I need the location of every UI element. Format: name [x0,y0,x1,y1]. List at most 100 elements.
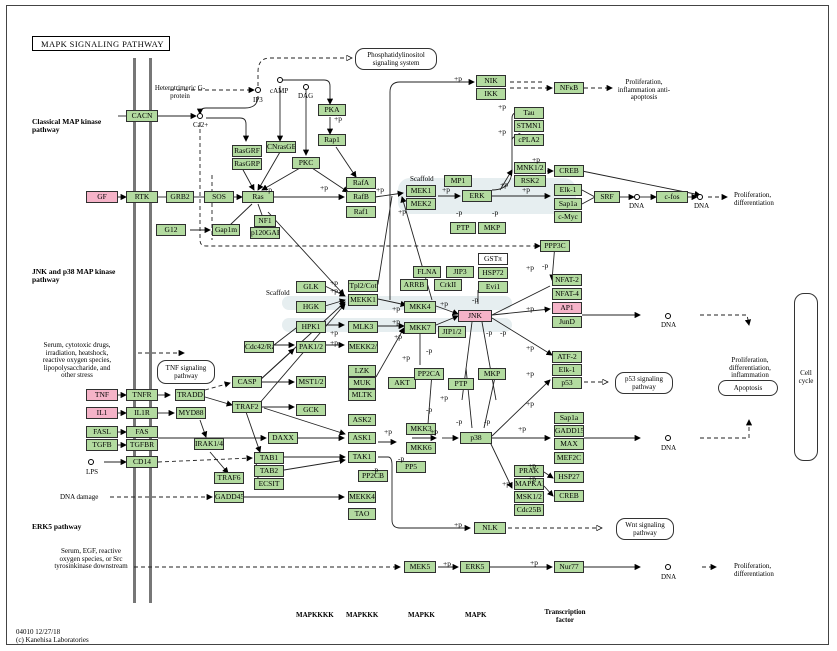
pathway-link-tnf[interactable]: TNF signaling pathway [157,360,215,384]
gene-node-rasgrp[interactable]: RasGRP [232,158,262,170]
gene-node-mapkapk[interactable]: MAPKAPK [514,478,544,490]
gene-node-traf2[interactable]: TRAF2 [232,401,262,413]
gene-node-rafb[interactable]: RafB [346,191,376,203]
pathway-link-apoptosis[interactable]: Apoptosis [718,380,778,396]
compound-camp[interactable] [277,77,283,83]
gene-node-nfkb[interactable]: NFκB [554,82,584,94]
gene-node-nf1[interactable]: NF1 [254,215,276,227]
gene-node-elk1b[interactable]: Elk-1 [552,364,582,376]
gene-node-casp[interactable]: CASP [232,376,262,388]
gene-node-mekk23[interactable]: MEKK2/3 [348,341,378,353]
gene-node-prak[interactable]: PRAK [514,465,544,477]
gene-node-tnfr[interactable]: TNFR [126,389,158,401]
compound-dna[interactable] [665,564,671,570]
gene-node-rasgrf[interactable]: RasGRF [232,145,262,157]
gene-node-rtk[interactable]: RTK [126,191,158,203]
gene-node-gap1m[interactable]: Gap1m [212,224,240,236]
gene-node-msk12[interactable]: MSK1/2 [514,491,544,503]
gene-node-mek5[interactable]: MEK5 [404,561,436,573]
gene-node-pka[interactable]: PKA [318,104,346,116]
gene-node-gadd153[interactable]: GADD153 [554,425,584,437]
gene-node-hgk[interactable]: HGK [296,301,326,313]
gene-node-tau[interactable]: Tau [514,107,544,119]
compound-dna[interactable] [665,313,671,319]
gene-node-mp1[interactable]: MP1 [444,175,472,187]
gene-node-cacn[interactable]: CACN [126,110,158,122]
gene-node-glk[interactable]: GLK [296,281,326,293]
gene-node-mkk3[interactable]: MKK3 [406,423,436,435]
gene-node-rap1[interactable]: Rap1 [318,134,346,146]
gene-node-tab2[interactable]: TAB2 [254,465,284,477]
gene-node-fas[interactable]: FAS [126,426,158,438]
gene-node-akt[interactable]: AKT [388,377,416,389]
gene-node-tgfbr[interactable]: TGFBR [126,439,158,451]
gene-node-nlk[interactable]: NLK [474,522,506,534]
gene-node-rsk2[interactable]: RSK2 [514,175,546,187]
compound-ca2[interactable] [197,113,203,119]
gene-node-mst12[interactable]: MST1/2 [296,376,326,388]
gene-node-atf2[interactable]: ATF-2 [552,351,582,363]
gene-node-mlk3[interactable]: MLK3 [348,321,378,333]
gene-node-nik[interactable]: NIK [476,75,506,87]
gene-node-sap1a1[interactable]: Sap1a [554,198,582,210]
gene-node-cpla2[interactable]: cPLA2 [514,134,544,146]
gene-node-tradd[interactable]: TRADD [175,389,205,401]
gene-node-jnk[interactable]: JNK [458,310,492,322]
gene-node-tpl2cot[interactable]: Tpl2/Cot [348,280,378,292]
pathway-link-phosphatidylinositol[interactable]: Phosphatidylinositol signaling system [355,48,437,70]
gene-node-srf[interactable]: SRF [594,191,620,203]
gene-node-nfat2[interactable]: NFAT-2 [552,274,582,286]
gene-node-mltk[interactable]: MLTK [348,389,376,401]
gene-node-hpk1[interactable]: HPK1 [296,321,326,333]
gene-node-muk[interactable]: MUK [348,377,376,389]
gene-node-mekk1[interactable]: MEKK1 [348,294,378,306]
gene-node-ppp3c[interactable]: PPP3C [540,240,570,252]
gene-node-nur77[interactable]: Nur77 [554,561,584,573]
gene-node-mekk4[interactable]: MEKK4 [348,491,376,503]
gene-node-tnf[interactable]: TNF [86,389,118,401]
gene-node-pp2ca[interactable]: PP2CA [414,368,444,380]
gene-node-tgfb[interactable]: TGFB [86,439,118,451]
gene-node-arrb[interactable]: ARRB [400,279,428,291]
gene-node-g12[interactable]: G12 [156,224,186,236]
gene-node-jip12[interactable]: JIP1/2 [438,326,466,338]
gene-node-cdc42rac[interactable]: Cdc42/Rac [244,341,274,353]
gene-node-sap1a2[interactable]: Sap1a [554,412,584,424]
gene-node-rafa[interactable]: RafA [346,177,376,189]
gene-node-p53[interactable]: p53 [552,377,582,389]
gene-node-p38[interactable]: p38 [460,432,492,444]
pathway-link-p53[interactable]: p53 signaling pathway [615,372,673,394]
gene-node-cfos[interactable]: c-fos [656,191,688,203]
gene-node-cdc25b[interactable]: Cdc25B [514,504,544,516]
gene-node-pak12[interactable]: PAK1/2 [296,341,326,353]
gene-node-creb2[interactable]: CREB [554,490,584,502]
gene-node-ptp1[interactable]: PTP [450,222,476,234]
gene-node-mnk12[interactable]: MNK1/2 [514,162,546,174]
gene-node-gstpi[interactable]: GSTπ [478,253,508,265]
gene-node-tak1[interactable]: TAK1 [348,451,376,463]
gene-node-cnrasgef[interactable]: CNrasGEF [266,141,296,153]
gene-node-ask1[interactable]: ASK1 [348,432,376,444]
compound-dag[interactable] [303,84,309,90]
compound-dna[interactable] [697,194,703,200]
gene-node-mek2[interactable]: MEK2 [406,198,436,210]
gene-node-traf6[interactable]: TRAF6 [214,472,244,484]
gene-node-ptp2[interactable]: PTP [448,378,474,390]
gene-node-stmn1[interactable]: STMN1 [514,120,544,132]
gene-node-pkc[interactable]: PKC [292,157,320,169]
gene-node-ask2[interactable]: ASK2 [348,414,376,426]
gene-node-hsp72[interactable]: HSP72 [478,267,508,279]
gene-node-mef2c[interactable]: MEF2C [554,452,584,464]
gene-node-jip3[interactable]: JIP3 [446,266,474,278]
gene-node-il1[interactable]: IL1 [86,407,118,419]
gene-node-gadd45[interactable]: GADD45 [214,491,244,503]
gene-node-mkk7[interactable]: MKK7 [404,322,436,334]
gene-node-mek1[interactable]: MEK1 [406,185,436,197]
gene-node-tab1[interactable]: TAB1 [254,452,284,464]
pathway-link-cell-cycle[interactable]: Cell cycle [794,293,818,461]
gene-node-cd14[interactable]: CD14 [126,456,158,468]
gene-node-ecsit[interactable]: ECSIT [254,478,284,490]
gene-node-erk[interactable]: ERK [462,190,492,202]
pathway-link-wnt[interactable]: Wnt signaling pathway [616,518,674,540]
gene-node-ras[interactable]: Ras [242,191,274,203]
